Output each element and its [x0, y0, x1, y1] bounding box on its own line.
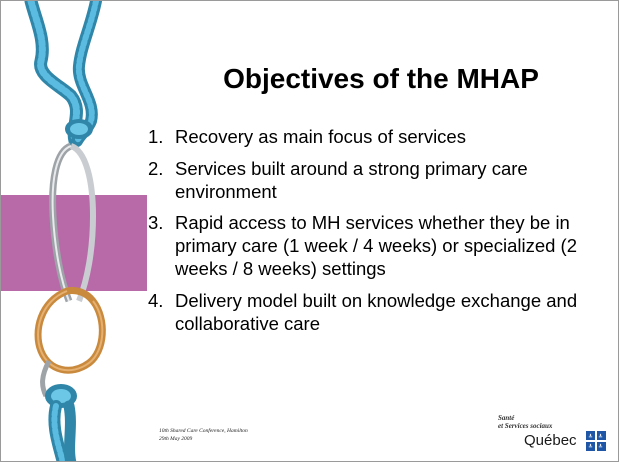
- list-item-text: Delivery model built on knowledge exchan…: [175, 289, 578, 334]
- list-item-text: Recovery as main focus of services: [175, 126, 466, 147]
- footer-conference: 10th Shared Care Conference, Hamilton: [159, 428, 248, 434]
- list-item-number: 3.: [148, 212, 164, 233]
- objectives-list: 1. Recovery as main focus of services 2.…: [148, 125, 598, 343]
- logo-line-sante: Santé: [498, 414, 515, 422]
- quebec-flag-icon: [586, 431, 606, 451]
- list-item: 3. Rapid access to MH services whether t…: [148, 211, 598, 280]
- logo-wordmark: Québec: [524, 432, 577, 449]
- list-item-text: Rapid access to MH services whether they…: [175, 212, 578, 279]
- list-item: 2. Services built around a strong primar…: [148, 157, 598, 203]
- list-item-number: 1.: [148, 126, 164, 147]
- accent-band: [1, 195, 147, 291]
- list-item-text: Services built around a strong primary c…: [175, 157, 528, 202]
- logo-line-services: et Services sociaux: [498, 422, 553, 430]
- list-item: 4. Delivery model built on knowledge exc…: [148, 289, 598, 335]
- slide-title: Objectives of the MHAP: [223, 63, 539, 94]
- rope-carabiner-illustration: [24, 1, 106, 461]
- footer-note: 10th Shared Care Conference, Hamilton 29…: [159, 427, 248, 443]
- list-item: 1. Recovery as main focus of services: [148, 125, 598, 148]
- list-item-number: 4.: [148, 289, 164, 311]
- footer-date: 29th May 2009: [159, 436, 193, 442]
- quebec-logo: Santé et Services sociaux Québec: [498, 414, 610, 456]
- list-item-number: 2.: [148, 157, 164, 179]
